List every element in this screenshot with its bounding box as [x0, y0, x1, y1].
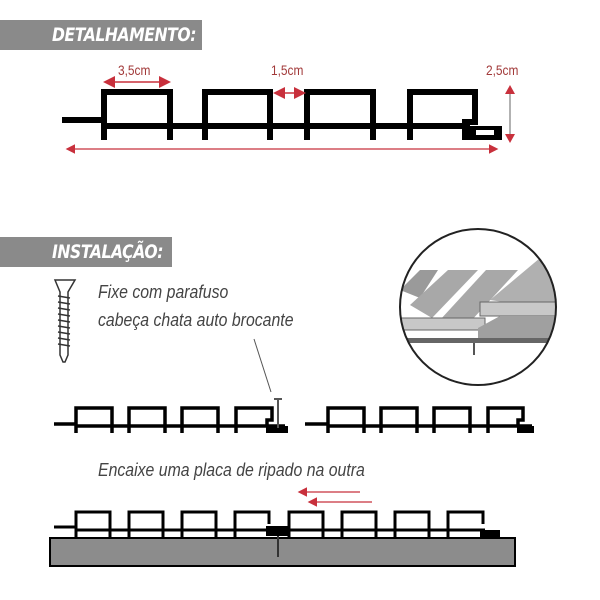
profile-install-left — [54, 406, 285, 433]
profile-install-right — [305, 406, 532, 433]
section-title-detail: DETALHAMENTO: — [52, 24, 197, 46]
section-banner-install: INSTALAÇÃO: — [0, 237, 172, 267]
instruction-screw-line1: Fixe com parafuso — [98, 282, 229, 302]
instruction-screw-line2: cabeça chata auto brocante — [98, 310, 294, 330]
dimension-gap-width: 1,5cm — [271, 62, 304, 78]
section-banner-detail: DETALHAMENTO: — [0, 20, 202, 50]
detail-magnifier-icon — [400, 229, 556, 385]
pointer-line — [253, 338, 272, 393]
screw-small-icon — [274, 398, 282, 428]
wall-surface — [49, 537, 516, 567]
section-title-install: INSTALAÇÃO: — [52, 241, 164, 263]
dimension-slat-width: 3,5cm — [118, 62, 151, 78]
profile-detail — [62, 89, 478, 140]
screw-icon — [53, 279, 77, 363]
dimension-height: 2,5cm — [486, 62, 519, 78]
instruction-fit: Encaixe uma placa de ripado na outra — [98, 460, 365, 480]
